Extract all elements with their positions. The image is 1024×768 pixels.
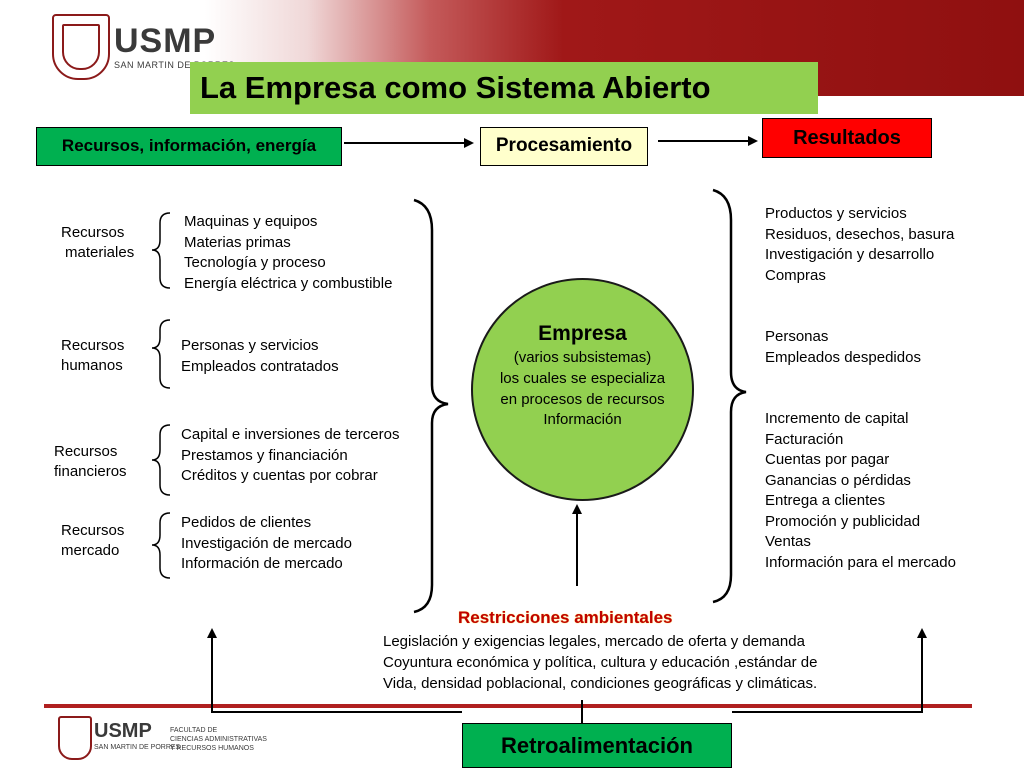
footer-logo-subtitle: SAN MARTIN DE PORRES (94, 744, 181, 751)
list-item: Energía eléctrica y combustible (184, 274, 393, 292)
restrictions-title: Restricciones ambientales (458, 608, 673, 627)
list-item: Incremento de capital (765, 410, 909, 427)
list-item: Personas (765, 328, 829, 345)
list-item: Personas y servicios (181, 337, 319, 354)
list-outputs-products: Productos y servicios Residuos, desechos… (765, 204, 954, 286)
shield-inner-icon (62, 24, 100, 70)
list-item: Empleados contratados (181, 357, 339, 375)
company-line: Información (543, 411, 622, 428)
list-materiales: Maquinas y equipos Materias primas Tecno… (184, 212, 392, 294)
list-item: Pedidos de clientes (181, 514, 312, 531)
brace-financieros (151, 424, 171, 496)
outputs-box: Resultados (762, 118, 932, 158)
brace-materiales (151, 212, 171, 289)
list-item: Cuentas por pagar (765, 451, 890, 468)
list-item: Tecnología y proceso (184, 254, 326, 271)
company-title: Empresa (538, 322, 627, 345)
company-line: en procesos de recursos (500, 391, 665, 408)
list-item: Información para el mercado (765, 553, 956, 571)
list-item: Créditos y cuentas por cobrar (181, 467, 378, 484)
brace-humanos (151, 319, 171, 389)
title-banner (190, 62, 818, 114)
company-line: (varios subsistemas) (513, 349, 652, 366)
feedback-line-right (732, 628, 927, 713)
list-item: Residuos, desechos, basura (765, 225, 955, 243)
feedback-line (207, 628, 462, 713)
list-mercado: Pedidos de clientes Investigación de mer… (181, 513, 352, 575)
restrictions-text: Legislación y exigencias legales, mercad… (383, 631, 817, 694)
company-circle: Empresa (varios subsistemas) los cuales … (471, 278, 694, 501)
list-humanos: Personas y servicios Empleados contratad… (181, 336, 339, 377)
process-box: Procesamiento (480, 127, 648, 166)
list-item: Prestamos y financiación (181, 446, 348, 464)
list-item: Compras (765, 266, 826, 284)
list-item: Materias primas (184, 233, 291, 251)
list-item: Empleados despedidos (765, 348, 921, 366)
list-item: Entrega a clientes (765, 492, 886, 509)
restrictions-line: Coyuntura económica y política, cultura … (383, 654, 818, 671)
company-line: los cuales se especializa (499, 370, 666, 387)
list-item: Maquinas y equipos (184, 213, 318, 230)
footer-faculty: FACULTAD DE CIENCIAS ADMINISTRATIVAS Y R… (170, 727, 267, 752)
list-financieros: Capital e inversiones de terceros Presta… (181, 425, 399, 487)
inputs-box: Recursos, información, energía (36, 127, 342, 166)
logo-text: USMP (114, 22, 217, 60)
list-item: Productos y servicios (765, 205, 907, 222)
list-item: Ganancias o pérdidas (765, 471, 911, 489)
list-item: Investigación y desarrollo (765, 246, 935, 263)
list-outputs-people: Personas Empleados despedidos (765, 327, 921, 368)
page-title: La Empresa como Sistema Abierto (200, 70, 711, 105)
footer-shield-icon (58, 716, 92, 760)
list-item: Información de mercado (181, 555, 343, 572)
list-item: Promoción y publicidad (765, 512, 921, 530)
list-item: Facturación (765, 430, 844, 448)
restrictions-line: Vida, densidad poblacional, condiciones … (383, 675, 818, 692)
list-outputs-finance: Incremento de capital Facturación Cuenta… (765, 409, 956, 573)
usmp-shield-icon (52, 14, 110, 80)
list-item: Investigación de mercado (181, 534, 352, 552)
footer-divider (44, 704, 972, 708)
brace-outputs-large (712, 188, 747, 604)
list-item: Capital e inversiones de terceros (181, 426, 400, 443)
footer-logo-text: USMP (94, 720, 152, 742)
restrictions-line: Legislación y exigencias legales, mercad… (383, 633, 805, 650)
list-item: Ventas (765, 533, 811, 550)
feedback-box: Retroalimentación (462, 723, 732, 768)
brace-mercado (151, 512, 171, 579)
brace-inputs-large (413, 198, 449, 614)
logo-subtitle: SAN MARTIN DE PORRES (114, 60, 235, 70)
